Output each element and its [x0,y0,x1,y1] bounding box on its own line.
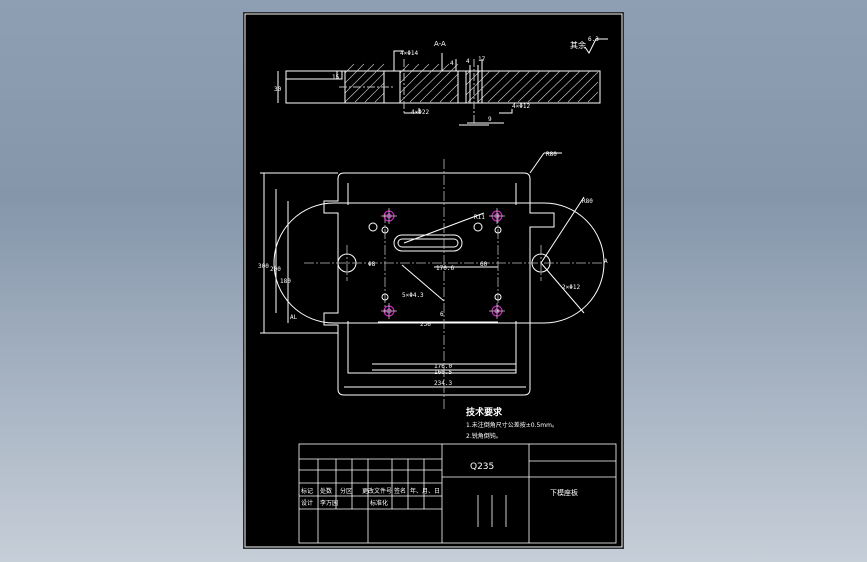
title-row2-1: 设计 [301,499,313,507]
dim-corner-r: R80 [546,151,557,158]
title-header-1: 标记 [301,487,313,495]
dim-width-2: 160.5 [434,369,452,376]
section-mark-right: A [604,258,608,265]
section-view [277,50,601,126]
engineering-drawing: A-A 其余 6.3 4×Φ14 4×Φ22 4×Φ12 30 15 4 4 1… [244,13,623,548]
roughness-label: 其余 [570,40,586,50]
title-header-3: 分区 [340,487,352,495]
dim-height-total: 30 [274,86,282,93]
roughness-value: 6.3 [588,36,599,43]
dim-b: 4 [466,58,470,65]
dim-d: 9 [488,116,492,123]
stadium-outline [273,202,605,324]
roughness-symbol [584,38,608,54]
title-part-name: 下模座板 [550,488,578,497]
title-header-6: 年、月、日 [410,487,440,495]
dim-r-small: R11 [474,214,485,221]
title-row2-2: 李万园 [320,499,338,507]
plan-view [260,152,605,396]
section-outline [285,70,601,104]
plan-centerlines [304,159,604,409]
dim-overall-height: 300 [258,263,269,270]
dim-inner-height-1: 200 [270,266,281,273]
dim-bottom-small: 6 [440,311,444,318]
dim-holes-top-left: 4×Φ14 [400,50,418,57]
dim-holes-bottom-right: 4×Φ12 [512,103,530,110]
drawing-sheet: A-A 其余 6.3 4×Φ14 4×Φ22 4×Φ12 30 15 4 4 1… [244,13,623,548]
title-header-5: 签名 [394,487,406,495]
center-slot [393,234,463,252]
section-label: A-A [434,40,446,48]
title-block [298,443,617,544]
dim-width-left: 236 [420,321,431,328]
dim-slot: 5×Φ4.3 [402,292,424,299]
tech-req-item-1: 1.未注倒角尺寸公差按±0.5mm。 [466,421,558,429]
title-header-4: 更改文件号 [362,487,392,495]
dim-holes-bottom-left: 4×Φ22 [411,109,429,116]
plate-outline [323,172,555,396]
section-hatching [344,63,599,103]
title-header-2: 处数 [320,487,332,495]
dim-hole-dia: Φ8 [368,261,376,268]
title-row2-4: 标准化 [370,499,388,507]
title-material: Q235 [470,462,494,472]
dim-left-small: AL [290,314,298,321]
sheet-border [244,13,623,548]
dim-a: 4 [450,60,454,67]
dim-step-height: 15 [332,74,340,81]
dim-right-r: R80 [582,198,593,205]
dim-small: 60 [480,261,488,268]
tech-req-item-2: 2.锐角倒钝。 [466,432,502,440]
dim-right-holes: 2×Φ12 [562,284,580,291]
dim-center-span: 170.6 [436,265,454,272]
tech-req-title: 技术要求 [466,406,503,418]
dim-width-3: 234.3 [434,380,452,387]
dim-c: 17 [478,56,486,63]
dim-width-1: 176.0 [434,363,452,370]
dim-inner-height-2: 180 [280,278,291,285]
